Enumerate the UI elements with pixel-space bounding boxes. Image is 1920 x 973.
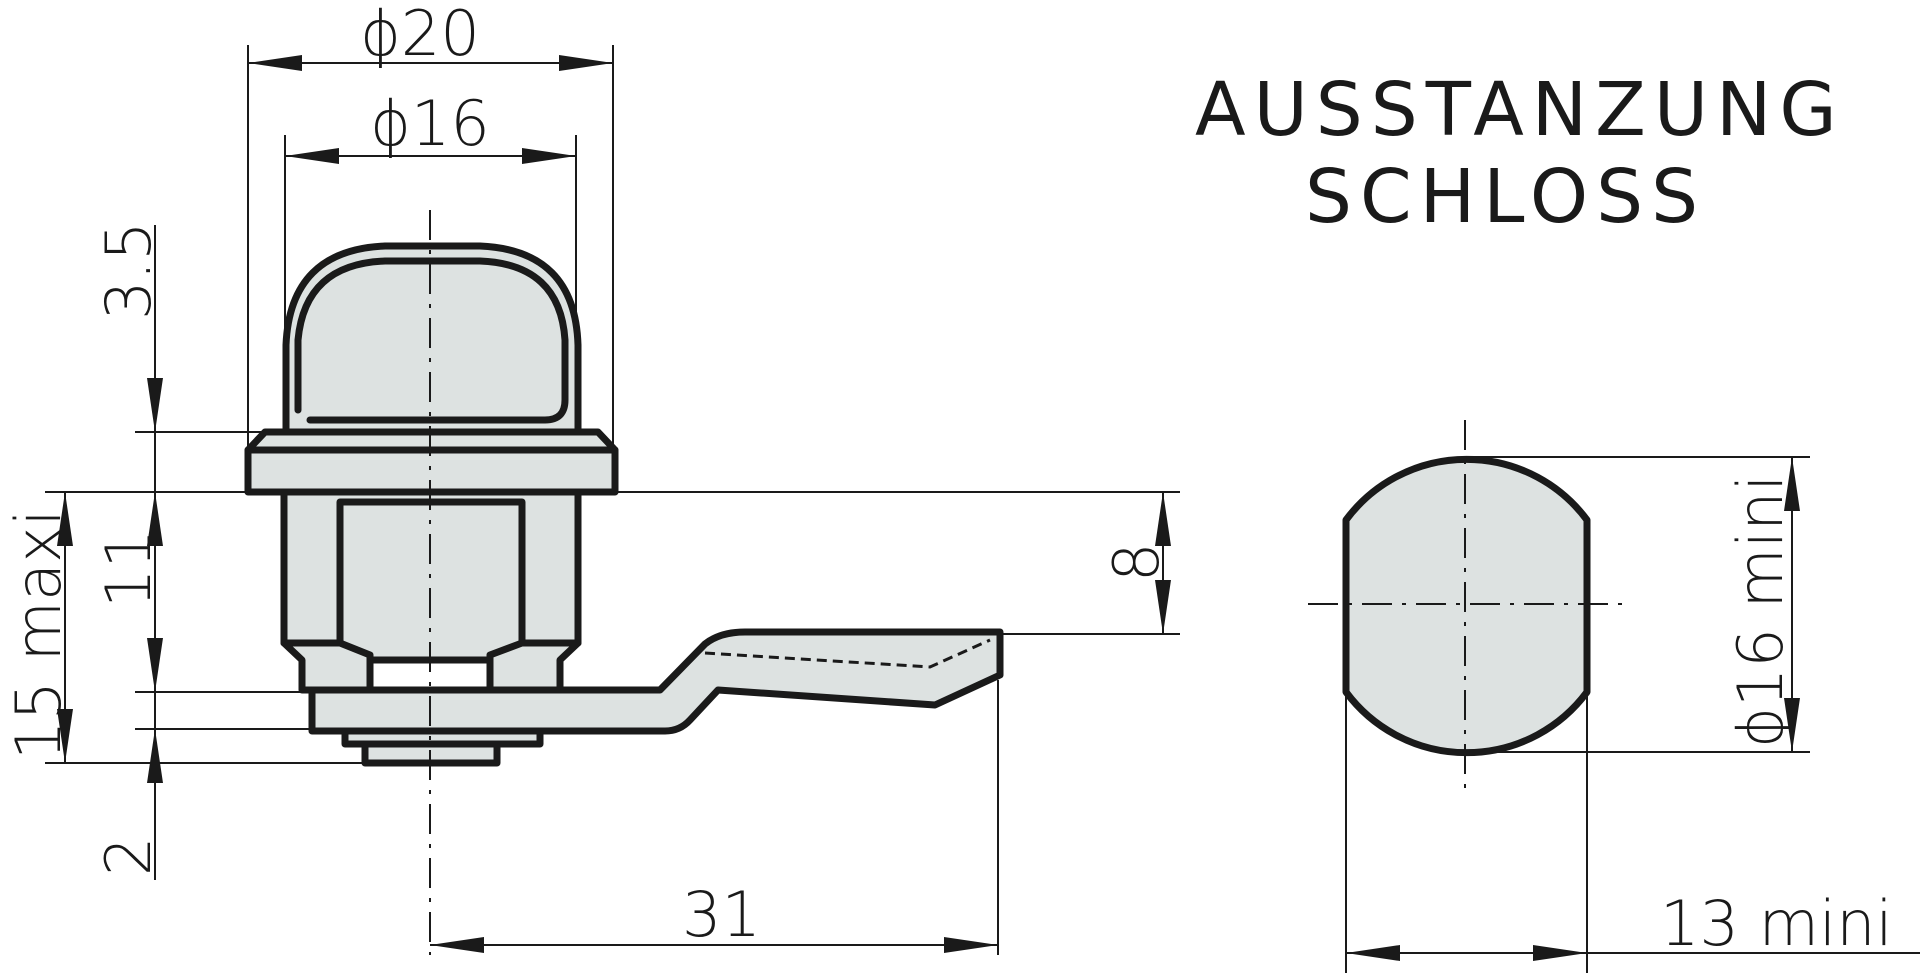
dim-lever-length: 31 <box>682 878 761 951</box>
dim-cutout-diameter: ϕ16 mini <box>1724 474 1797 748</box>
left-dimensions: ϕ20 ϕ16 3.5 11 2 15 maxi 8 31 <box>2 0 1180 955</box>
dim-max-length: 15 maxi <box>2 509 75 760</box>
lock-nut-left <box>280 639 374 694</box>
lock-lever <box>308 628 1004 735</box>
lock-knob <box>282 242 582 436</box>
cutout-shape <box>1342 455 1591 757</box>
dim-bottom-height: 2 <box>92 837 165 876</box>
dim-top-height: 3.5 <box>92 221 165 320</box>
dim-body-height: 11 <box>92 529 165 608</box>
dim-lever-thickness: 8 <box>1100 543 1173 582</box>
dim-outer-diameter: ϕ20 <box>360 0 480 70</box>
dim-inner-diameter: ϕ16 <box>370 87 490 160</box>
cutout-view: ϕ16 mini 13 mini <box>1308 420 1920 973</box>
lever-hidden-edge <box>704 638 991 669</box>
title-line-1: AUSSTANZUNG <box>1195 67 1845 153</box>
lock-flange <box>244 446 619 496</box>
lock-side-view <box>244 210 1004 955</box>
dim-cutout-width: 13 mini <box>1660 887 1893 960</box>
lock-knob-inner <box>294 257 569 424</box>
title-line-2: SCHLOSS <box>1305 154 1706 240</box>
lock-nut-right <box>486 639 582 694</box>
